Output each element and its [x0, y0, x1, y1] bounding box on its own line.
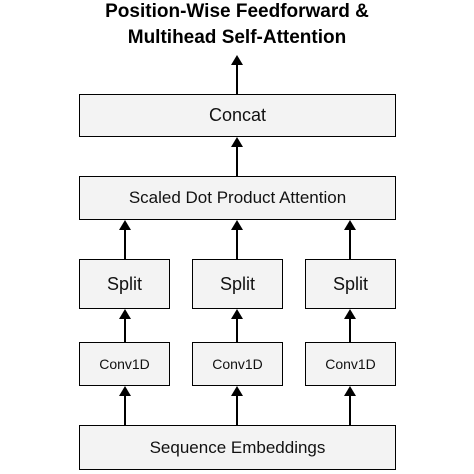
concat-node: Concat — [79, 94, 396, 137]
diagram-title-line-1: Position-Wise Feedforward & — [105, 1, 369, 22]
attention-node: Scaled Dot Product Attention — [79, 176, 396, 220]
conv1d-node-2: Conv1D — [192, 342, 283, 386]
conv1d-node-3: Conv1D — [305, 342, 396, 386]
conv1d-node-1: Conv1D — [79, 342, 170, 386]
sequence-embeddings-node: Sequence Embeddings — [79, 425, 396, 470]
split-node-3: Split — [305, 259, 396, 309]
split-node-2: Split — [192, 259, 283, 309]
diagram-title-line-2: Multihead Self-Attention — [127, 27, 347, 48]
split-node-1: Split — [79, 259, 170, 309]
